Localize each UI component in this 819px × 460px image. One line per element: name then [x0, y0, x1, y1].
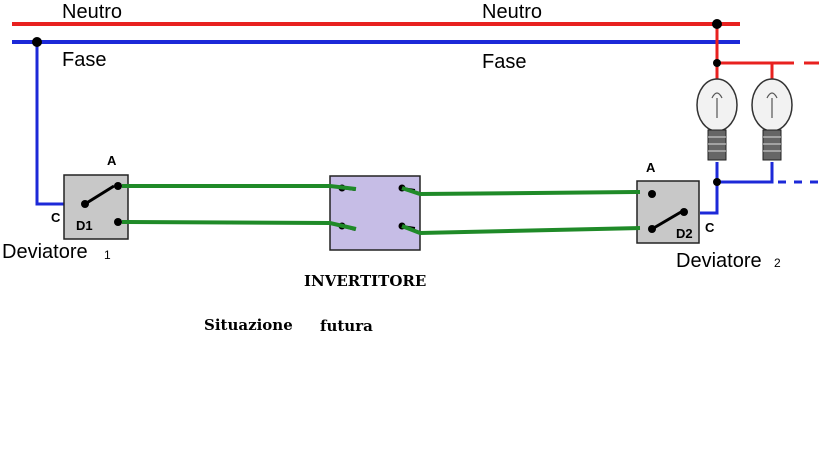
traveler-upper-left	[122, 184, 357, 191]
deviatore-1-number: 1	[104, 248, 111, 262]
neutro-label-left: Neutro	[62, 1, 123, 23]
situazione-label: Situazione	[204, 316, 293, 334]
d1-id: D1	[76, 218, 93, 233]
d2-id: D2	[676, 226, 693, 241]
lamp-2	[751, 78, 793, 161]
deviatore-2-number: 2	[774, 256, 781, 270]
junction-dot	[32, 37, 42, 47]
traveler-lower-left	[121, 220, 357, 231]
d2-terminal-c: C	[705, 220, 715, 235]
deviatore-1-label: Deviatore	[2, 241, 88, 263]
futura-label: futura	[320, 317, 373, 335]
deviatore-2-box	[636, 180, 700, 244]
deviatore-2-label: Deviatore	[676, 250, 762, 272]
junction-dot	[713, 59, 721, 67]
invertitore-label: INVERTITORE	[304, 272, 427, 290]
d2-terminal-a: A	[646, 160, 656, 175]
neutro-label-right: Neutro	[482, 1, 543, 23]
traveler-lower-right	[401, 224, 641, 236]
fase-label-right: Fase	[482, 51, 527, 73]
fase-label-left: Fase	[62, 49, 107, 71]
junction-dot	[713, 178, 721, 186]
d1-terminal-a: A	[107, 153, 117, 168]
lamp2-return	[720, 162, 774, 184]
deviatore-1-box	[63, 174, 129, 240]
lamp-return-wire	[700, 162, 719, 215]
lamp-1	[696, 78, 738, 161]
d1-terminal-c: C	[51, 210, 61, 225]
junction-dot	[712, 19, 722, 29]
traveler-upper-right	[401, 186, 641, 197]
fase-drop-d1	[35, 42, 64, 206]
